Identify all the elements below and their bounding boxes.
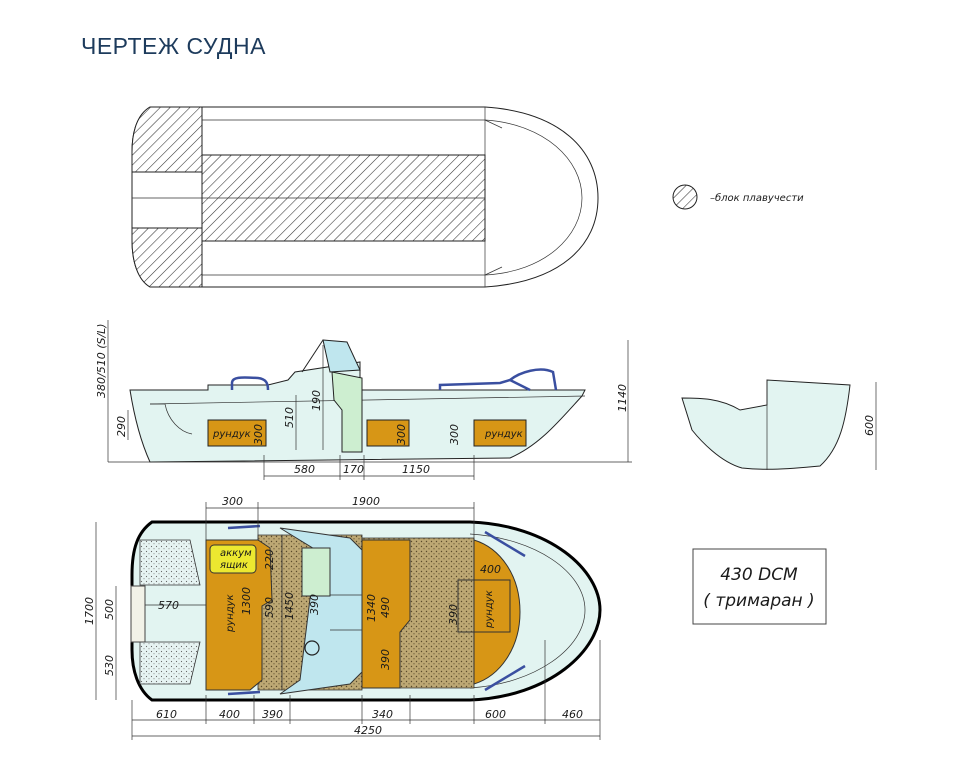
model-name: 430 DCM — [720, 565, 798, 585]
dim-top-1900: 1900 — [352, 495, 380, 508]
deck-plan: аккум ящик рундук рундук 300 1900 1700 5… — [83, 495, 602, 740]
dim-290: 290 — [115, 416, 128, 437]
dim-390-b: 390 — [379, 649, 392, 670]
storage-bow — [473, 539, 521, 685]
side-box-label-left: рундук — [212, 429, 251, 440]
dim-220: 220 — [263, 549, 276, 570]
plan-box-label-left: рундук — [225, 594, 236, 633]
dim-1150: 1150 — [402, 463, 430, 476]
stern-sponson-bottom — [139, 641, 201, 685]
dim-460: 460 — [562, 708, 583, 721]
dim-1140: 1140 — [616, 384, 629, 412]
dim-580: 580 — [294, 463, 315, 476]
windshield — [322, 339, 361, 373]
storage-fwd-left — [361, 539, 411, 689]
dim-4250: 4250 — [354, 724, 382, 737]
rail-top-aft — [227, 524, 261, 530]
rail-bow — [438, 368, 558, 391]
side-view: рундук рундук 380/510 (S/L) 290 510 190 … — [95, 320, 632, 480]
dim-570: 570 — [158, 599, 179, 612]
dim-top-300: 300 — [222, 495, 243, 508]
dim-300-right: 300 — [448, 424, 461, 445]
dim-b390: 390 — [262, 708, 283, 721]
dim-170: 170 — [343, 463, 364, 476]
model-box: 430 DCM ( тримаран ) — [692, 548, 827, 625]
buoyancy-plan-view — [131, 106, 599, 288]
dim-190: 190 — [310, 390, 323, 411]
dim-390-a: 390 — [308, 594, 321, 615]
buoyancy-legend: –блок плавучести — [672, 184, 804, 210]
side-storage-right — [473, 419, 527, 447]
dim-b600: 600 — [485, 708, 506, 721]
dim-390-c: 390 — [447, 604, 460, 625]
rail-top-bow — [484, 530, 526, 558]
section-view: 600 — [681, 379, 877, 470]
hatch-swatch — [672, 184, 698, 210]
rail-aft — [230, 376, 270, 391]
console-plan — [301, 547, 331, 597]
stern-sponson-top — [139, 539, 201, 586]
dim-300-left: 300 — [252, 424, 265, 445]
side-box-label-right: рундук — [484, 429, 523, 440]
dim-510: 510 — [283, 407, 296, 428]
dim-530: 530 — [103, 655, 116, 676]
model-type: ( тримаран ) — [703, 591, 814, 611]
side-storage-mid — [366, 419, 410, 447]
buoyancy-block-bow-stern-top — [131, 106, 203, 173]
battery-label-2: ящик — [220, 560, 248, 571]
dim-300-mid: 300 — [395, 424, 408, 445]
page-title: ЧЕРТЕЖ СУДНА — [81, 33, 266, 59]
dim-600: 600 — [863, 415, 876, 436]
steering-wheel — [304, 640, 320, 656]
dim-500: 500 — [103, 599, 116, 620]
hull-inner-line — [202, 119, 583, 276]
dim-610: 610 — [156, 708, 177, 721]
section-hull — [681, 379, 851, 470]
dim-590: 590 — [263, 597, 276, 618]
legend-label: –блок плавучести — [710, 192, 804, 204]
bow-box — [457, 579, 511, 633]
dim-1450: 1450 — [283, 592, 296, 620]
rail-bottom-aft — [227, 690, 261, 696]
battery-label-1: аккум — [220, 548, 252, 559]
side-storage-left — [207, 419, 267, 447]
dim-1300: 1300 — [240, 587, 253, 615]
battery-box — [209, 544, 257, 574]
dim-b400: 400 — [219, 708, 240, 721]
dim-340: 340 — [372, 708, 393, 721]
dim-1700: 1700 — [83, 597, 96, 625]
storage-aft — [205, 539, 273, 691]
rail-bottom-bow — [484, 664, 526, 692]
plan-box-label-right: рундук — [484, 590, 495, 629]
transom — [130, 585, 146, 643]
dim-490: 490 — [379, 597, 392, 618]
dim-1340: 1340 — [365, 594, 378, 622]
console — [331, 371, 363, 453]
dim-400-bow: 400 — [480, 563, 501, 576]
buoyancy-block-stern-bottom — [131, 227, 203, 288]
side-height-label: 380/510 (S/L) — [95, 323, 108, 398]
